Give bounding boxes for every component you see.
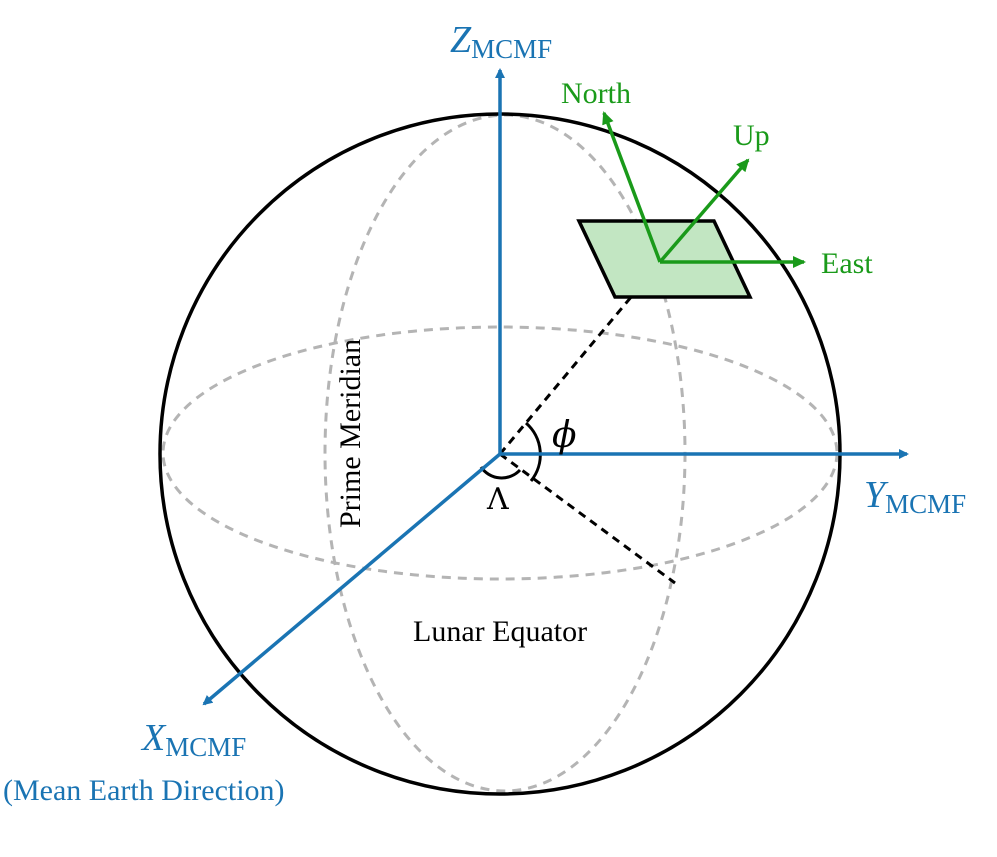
prime-meridian-label: Prime Meridian [334,339,367,528]
y-axis-subscript: MCMF [885,489,966,519]
north-arrow [602,111,662,263]
x-axis-subscript: MCMF [165,732,246,762]
longitude-symbol: Λ [486,482,509,517]
x-axis-note: (Mean Earth Direction) [3,774,285,807]
x-axis [202,452,502,706]
z-axis-label: ZMCMF [450,19,552,64]
up-arrow [658,158,750,264]
lunar-equator-label: Lunar Equator [413,615,587,648]
longitude-arc [479,466,522,480]
north-label: North [561,77,631,110]
z-axis-subscript: MCMF [471,34,552,64]
latitude-symbol: ϕ [552,415,577,456]
up-label: Up [733,119,770,152]
projection-on-equator [499,452,676,585]
latitude-arc [524,421,542,482]
y-axis-label: YMCMF [864,474,966,519]
east-label: East [821,247,873,280]
x-axis-label: XMCMF [140,717,246,762]
